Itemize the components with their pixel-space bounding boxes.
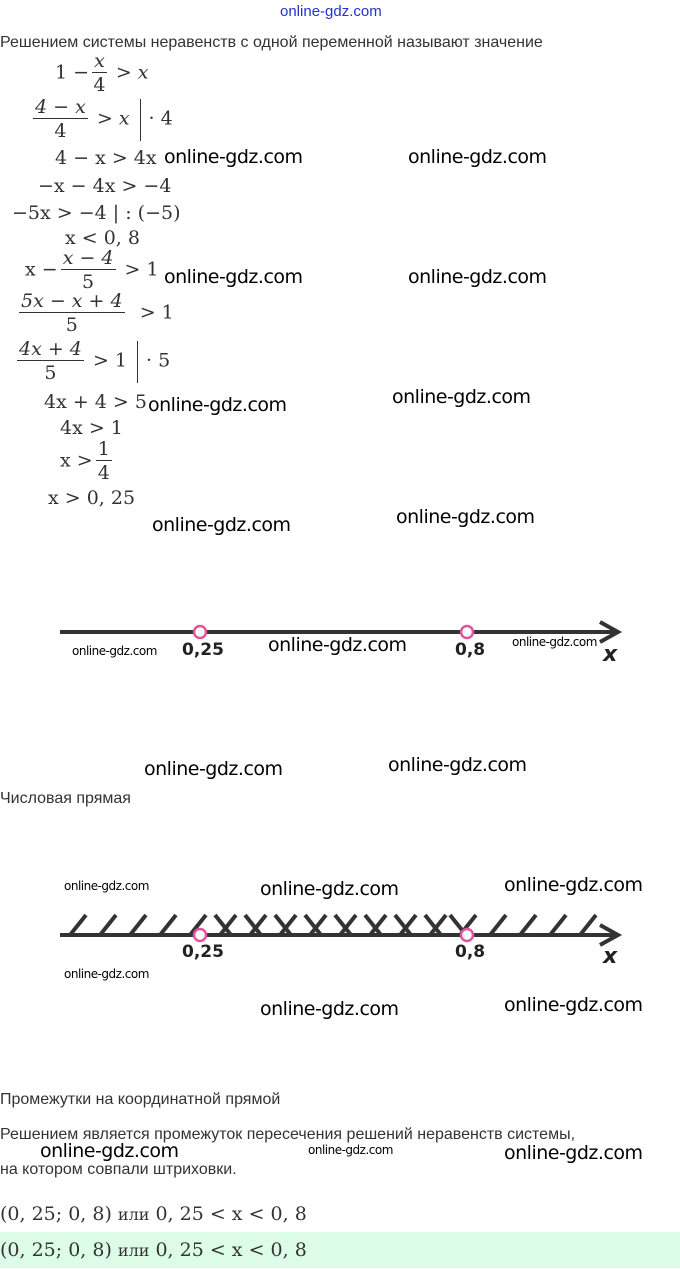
label-0-8: 0,8: [455, 640, 486, 660]
number-line-2: [60, 913, 623, 947]
watermark: online-gdz.com: [396, 506, 535, 528]
math-line-11: 4x > 1: [60, 417, 123, 439]
watermark: online-gdz.com: [164, 266, 303, 288]
watermark: online-gdz.com: [268, 634, 407, 656]
label-0-8: 0,8: [455, 942, 486, 962]
watermark: online-gdz.com: [260, 998, 399, 1020]
caption-intervals: Промежутки на координатной прямой: [0, 1091, 281, 1108]
watermark: online-gdz.com: [504, 874, 643, 896]
answer-highlighted: (0, 25; 0, 8) или 0, 25 < x < 0, 8: [0, 1232, 680, 1268]
watermark: online-gdz.com: [392, 386, 531, 408]
watermark: online-gdz.com: [408, 266, 547, 288]
watermark: online-gdz.com: [64, 967, 149, 981]
point-0-8: [459, 624, 475, 640]
label-0-25: 0,25: [182, 640, 224, 660]
axis-label-x: x: [603, 642, 618, 667]
site-header-link[interactable]: online-gdz.com: [280, 3, 382, 20]
watermark: online-gdz.com: [408, 146, 547, 168]
math-line-6: x < 0, 8: [65, 227, 140, 249]
math-line-5: −5x > −4 | : (−5): [12, 202, 181, 224]
axis-label-x: x: [603, 944, 618, 969]
arrow-head: [599, 620, 623, 644]
number-line-1: [60, 620, 623, 644]
watermark: online-gdz.com: [504, 1142, 643, 1164]
hatch-left-of-0-8: [213, 913, 598, 937]
point-0-25: [192, 624, 208, 640]
watermark: online-gdz.com: [388, 754, 527, 776]
watermark: online-gdz.com: [308, 1143, 393, 1157]
point-0-8: [459, 927, 475, 943]
answer-line: (0, 25; 0, 8) или 0, 25 < x < 0, 8: [0, 1203, 307, 1225]
conclusion-text-2: на котором совпали штриховки.: [0, 1161, 237, 1178]
watermark: online-gdz.com: [260, 878, 399, 900]
arrow-head: [599, 923, 623, 947]
math-line-13: x > 0, 25: [48, 487, 136, 509]
math-line-4: −x − 4x > −4: [38, 175, 172, 197]
conclusion-text: Решением является промежуток пересечения…: [0, 1126, 576, 1143]
label-0-25: 0,25: [182, 942, 224, 962]
point-0-25: [192, 927, 208, 943]
watermark: online-gdz.com: [64, 879, 149, 893]
watermark: online-gdz.com: [144, 758, 283, 780]
intro-text: Решением системы неравенств с одной пере…: [0, 34, 543, 51]
watermark: online-gdz.com: [512, 635, 597, 649]
watermark: online-gdz.com: [40, 1140, 179, 1162]
caption-number-line: Числовая прямая: [0, 790, 131, 807]
math-line-10: 4x + 4 > 5: [44, 391, 147, 413]
math-line-3: 4 − x > 4x: [55, 147, 157, 169]
watermark: online-gdz.com: [152, 514, 291, 536]
watermark: online-gdz.com: [164, 146, 303, 168]
watermark: online-gdz.com: [504, 994, 643, 1016]
watermark: online-gdz.com: [148, 394, 287, 416]
hatch-right-of-0-25: [68, 913, 478, 937]
watermark: online-gdz.com: [72, 644, 157, 658]
